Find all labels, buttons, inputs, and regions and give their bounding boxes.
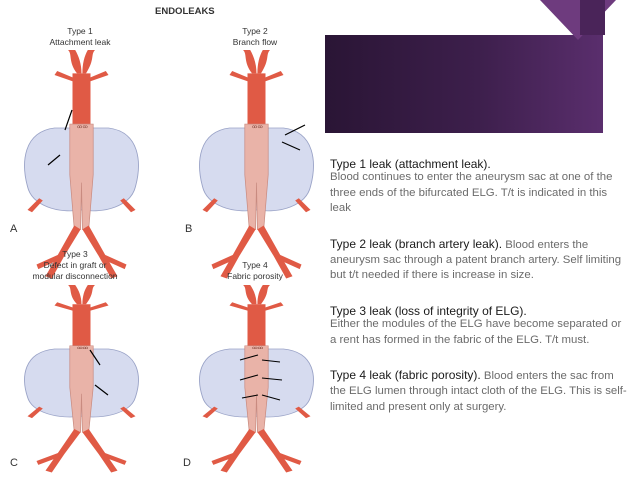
panel-c-label-line2: Defect in graft or bbox=[44, 260, 107, 270]
leak-type3-text: Either the modules of the ELG have becom… bbox=[330, 318, 622, 346]
panel-type4: Type 4 Fabric porosity D bbox=[183, 260, 314, 473]
panel-d-label-line2: Fabric porosity bbox=[227, 271, 283, 281]
panel-b-letter: B bbox=[185, 223, 192, 235]
leak-type3-paragraph: Type 3 leak (loss of integrity of ELG). … bbox=[330, 304, 628, 348]
leak-type4-text: Blood enters the sac from the ELG lumen … bbox=[330, 370, 627, 413]
banner-corner-decoration-2 bbox=[580, 0, 605, 35]
leak-type1-text: Blood continues to enter the aneurysm sa… bbox=[330, 171, 613, 215]
panel-type1: Type 1 Attachment leak A bbox=[10, 26, 139, 279]
leak-type2-paragraph: Type 2 leak (branch artery leak). Blood … bbox=[330, 237, 628, 284]
leak-type2-title: Type 2 leak (branch artery leak). bbox=[330, 236, 503, 251]
leak-type1-title: Type 1 leak (attachment leak). bbox=[330, 157, 491, 171]
leak-type2-text: Blood enters the aneurysm sac through a … bbox=[330, 238, 622, 282]
leak-type3-title: Type 3 leak (loss of integrity of ELG). bbox=[330, 303, 527, 318]
leak-descriptions: Type 1 leak (attachment leak). Blood con… bbox=[330, 157, 628, 435]
panel-d-label-line1: Type 4 bbox=[242, 260, 268, 270]
leak-type1-paragraph: Type 1 leak (attachment leak). Blood con… bbox=[330, 157, 628, 217]
panel-a-label-line1: Type 1 bbox=[67, 26, 93, 36]
title-banner bbox=[325, 35, 603, 133]
panel-c-label-line3: modular disconnection bbox=[32, 271, 117, 281]
panel-c-letter: C bbox=[10, 457, 18, 469]
endoleak-diagram: ꝏꝏ ENDOLEAKS Type 1 Attachment leak A Ty… bbox=[10, 6, 314, 473]
panel-a-letter: A bbox=[10, 223, 18, 235]
panel-type3: Type 3 Defect in graft or modular discon… bbox=[10, 249, 139, 473]
leak-type4-title: Type 4 leak (fabric porosity). bbox=[330, 368, 481, 383]
panel-d-letter: D bbox=[183, 457, 191, 469]
panel-c-label-line1: Type 3 bbox=[62, 249, 88, 259]
panel-b-label-line1: Type 2 bbox=[242, 26, 268, 36]
leak-type4-paragraph: Type 4 leak (fabric porosity). Blood ent… bbox=[330, 368, 628, 415]
panel-b-label-line2: Branch flow bbox=[233, 37, 278, 47]
panel-type2: Type 2 Branch flow B bbox=[185, 26, 314, 279]
figure-title: ENDOLEAKS bbox=[155, 6, 215, 17]
panel-a-label-line2: Attachment leak bbox=[50, 37, 112, 47]
